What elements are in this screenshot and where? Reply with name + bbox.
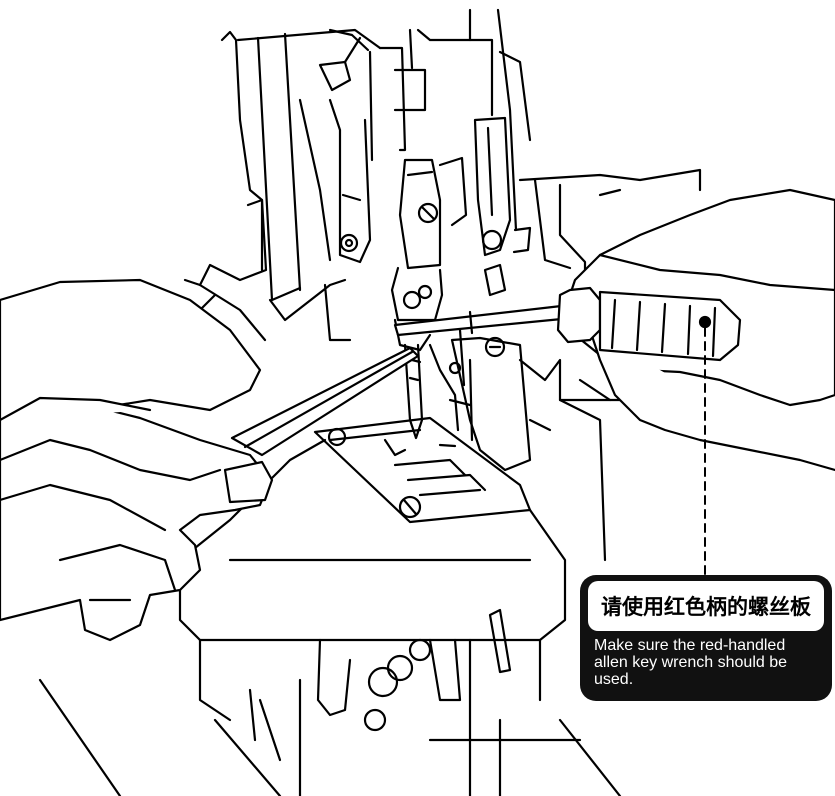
callout-title-zh: 请使用红色柄的螺丝板 <box>601 594 811 619</box>
tweezers <box>230 346 420 457</box>
callout-title-panel: 请使用红色柄的螺丝板 <box>588 581 824 631</box>
needle-plate <box>313 416 532 524</box>
lower-mechanism <box>248 608 512 762</box>
machine-head <box>220 8 532 302</box>
machine-bed <box>38 438 622 796</box>
callout-box: 请使用红色柄的螺丝板 Make sure the red-handled all… <box>580 575 832 701</box>
callout-text-en: Make sure the red-handled allen key wren… <box>594 637 788 688</box>
presser-mechanism <box>448 116 532 472</box>
allen-key <box>393 286 742 362</box>
left-hand <box>0 278 274 642</box>
needle-clamp <box>390 156 468 440</box>
